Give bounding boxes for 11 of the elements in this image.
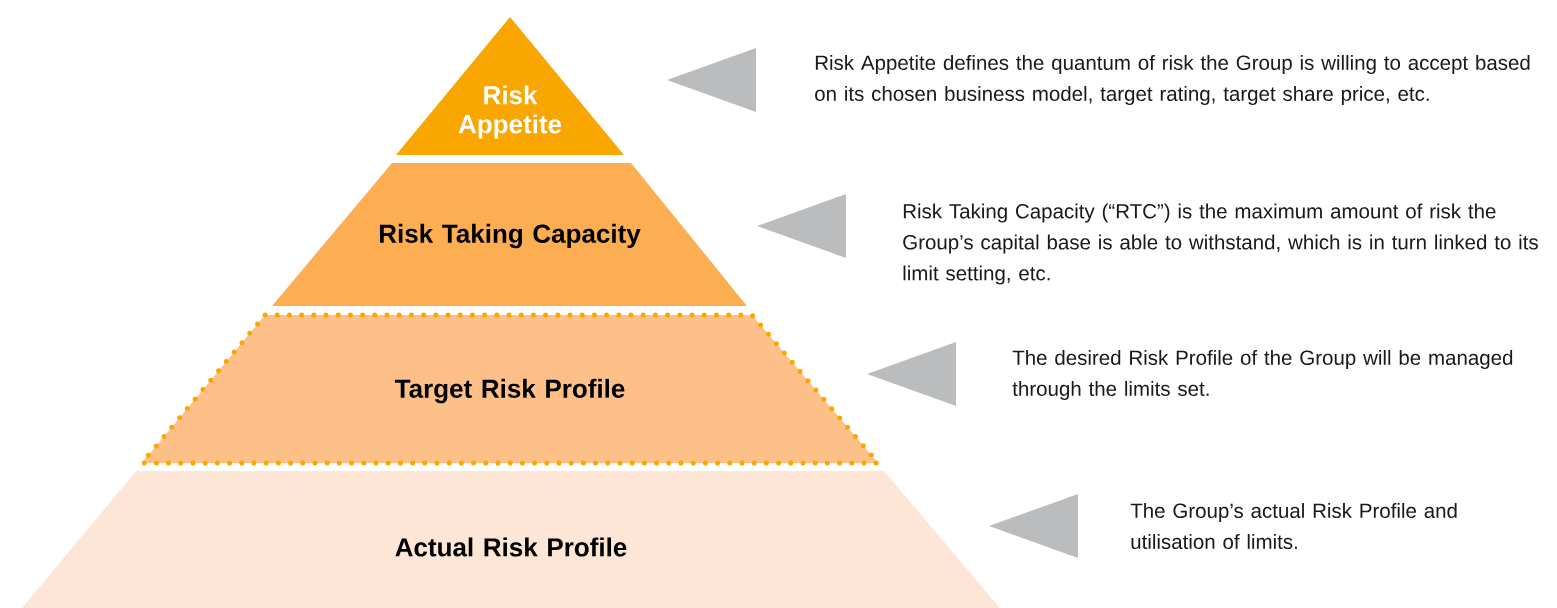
- pyramid-tier: Risk Taking Capacity: [272, 163, 747, 306]
- pointer-triangle: [867, 342, 956, 406]
- pointer-triangle: [989, 494, 1078, 558]
- description-text: The desired Risk Profile of the Group will be managed through the limits set.: [1012, 349, 1513, 401]
- description-text: Risk Appetite defines the quantum of risk the Group is willing to accept based on its chosen business model, target rating, target share price, etc.: [815, 54, 1530, 106]
- pointer-triangle: [667, 48, 756, 112]
- description-text: The Group’s actual Risk Profile and utilisation of limits.: [1130, 503, 1457, 550]
- pyramid-tier: Risk Appetite: [396, 17, 624, 155]
- pointer-triangle: [757, 194, 846, 258]
- pyramid-tier: Actual Risk Profile: [22, 471, 1000, 608]
- description-text: Risk Taking Capacity (“RTC”) is the maximum amount of risk the Group’s capital base is able to withstand, which is in turn linked to its limit setting, etc.: [903, 203, 1538, 285]
